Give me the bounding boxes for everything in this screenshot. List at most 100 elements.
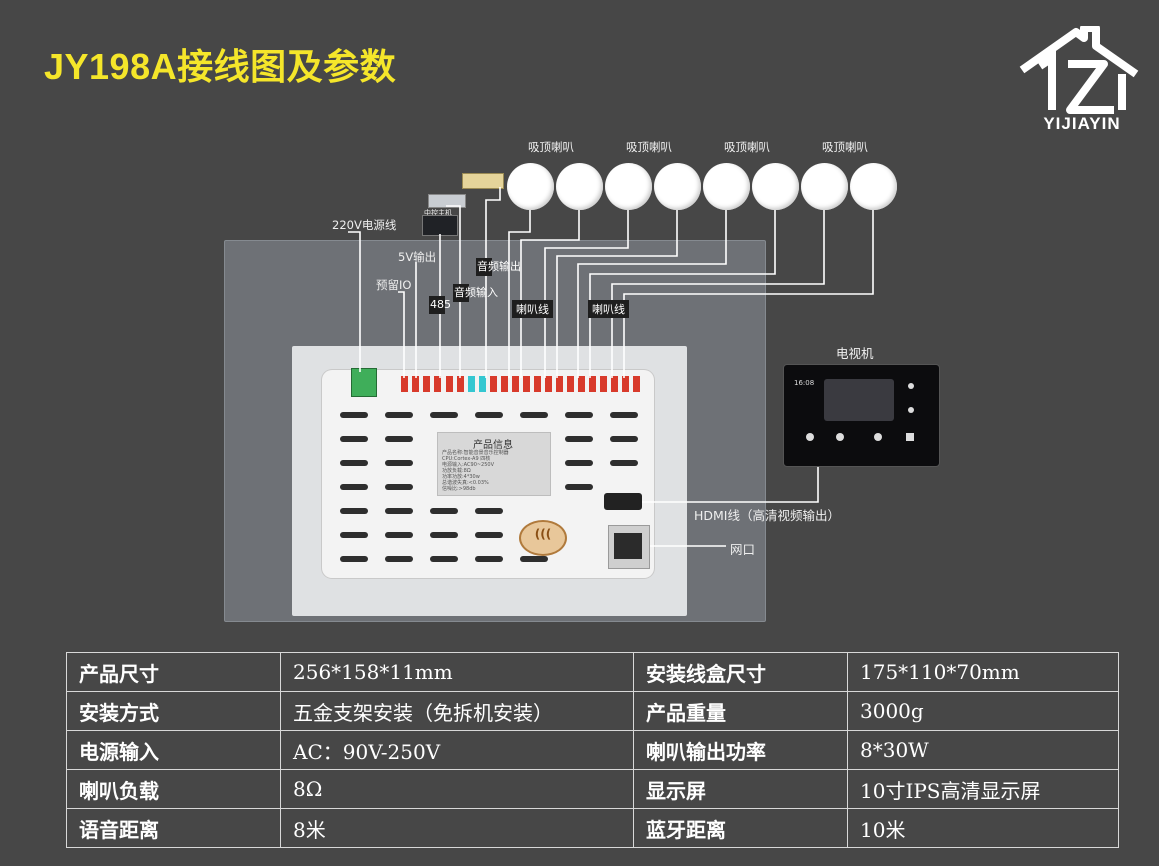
spec-value: 8米 <box>280 808 634 848</box>
add-icon <box>874 433 882 441</box>
wire-terminal <box>457 376 464 392</box>
product-info-line: CPU:Cortex-A9 四核 <box>442 456 491 462</box>
product-info-line: 信噪比:>98db <box>442 486 476 492</box>
product-info-line: 总谐波失真:<0.03% <box>442 480 489 486</box>
rs485-label: 485 <box>429 296 451 314</box>
spec-value: 10米 <box>847 808 1119 848</box>
ccc-certification-icon <box>519 520 567 556</box>
wire-terminal <box>600 376 607 392</box>
ceiling-speaker-icon <box>801 163 848 210</box>
hdmi-label: HDMI线（高清视频输出） <box>694 508 840 523</box>
spec-key: 产品重量 <box>633 691 848 731</box>
wire-terminal <box>468 376 475 392</box>
product-info-line: 电源输入:AC90~250V <box>442 462 495 468</box>
wire-terminal <box>434 376 441 392</box>
tv-label: 电视机 <box>836 346 874 361</box>
spec-key: 产品尺寸 <box>66 652 281 692</box>
spec-value: 五金支架安装（免拆机安装） <box>280 691 634 731</box>
wire-terminal <box>611 376 618 392</box>
logo-wordmark: YIJIAYIN <box>1043 114 1121 133</box>
spec-value: 256*158*11mm <box>280 652 634 692</box>
spec-key: 蓝牙距离 <box>633 808 848 848</box>
tv-media-card <box>824 379 894 421</box>
grid-icon <box>906 433 914 441</box>
ceiling-speaker-icon <box>654 163 701 210</box>
spec-value: 8*30W <box>847 730 1119 770</box>
spec-value: 175*110*70mm <box>847 652 1119 692</box>
speaker-label: 吸顶喇叭 <box>528 140 574 154</box>
product-info-title: 产品信息 <box>473 440 513 451</box>
ceiling-speaker-icon <box>605 163 652 210</box>
speaker-label: 吸顶喇叭 <box>626 140 672 154</box>
spec-value: AC：90V-250V <box>280 730 634 770</box>
audio-source-device-icon <box>462 173 504 189</box>
spec-key: 电源输入 <box>66 730 281 770</box>
spec-value: 8Ω <box>280 769 634 809</box>
spec-key: 安装方式 <box>66 691 281 731</box>
wire-terminal <box>622 376 629 392</box>
wire-terminal <box>479 376 486 392</box>
speaker-label: 吸顶喇叭 <box>822 140 868 154</box>
ceiling-speaker-icon <box>850 163 897 210</box>
wire-terminal <box>501 376 508 392</box>
house-1z-logo-icon <box>1019 26 1139 114</box>
wire-terminal <box>412 376 419 392</box>
network-port-label: 网口 <box>730 542 756 557</box>
spec-key: 显示屏 <box>633 769 848 809</box>
wire-terminal <box>401 376 408 392</box>
speaker-label: 吸顶喇叭 <box>724 140 770 154</box>
wire-terminal <box>633 376 640 392</box>
controller-label: 中控主机 <box>424 209 452 217</box>
power-terminal <box>351 368 377 397</box>
settings-icon <box>908 407 914 413</box>
product-info-line: 产品名称:智能音景音乐控制器 <box>442 450 509 456</box>
wire-terminal <box>490 376 497 392</box>
out-5v-label: 5V输出 <box>398 250 437 264</box>
audio-in-label: 音频输入 <box>453 284 498 302</box>
power-220v-label: 220V电源线 <box>332 218 397 232</box>
wire-terminal <box>523 376 530 392</box>
ethernet-port-socket <box>614 533 642 559</box>
spec-value: 3000g <box>847 691 1119 731</box>
bluetooth-icon <box>908 383 914 389</box>
ccc-mark: ((( <box>534 527 552 541</box>
spec-value: 10寸IPS高清显示屏 <box>847 769 1119 809</box>
ceiling-speaker-icon <box>703 163 750 210</box>
speaker-wire-label: 喇叭线 <box>588 300 629 318</box>
audio-out-label: 音频输出 <box>476 258 521 276</box>
spec-key: 喇叭负载 <box>66 769 281 809</box>
spec-key: 安装线盒尺寸 <box>633 652 848 692</box>
tv-screen: 16:08 <box>783 364 940 467</box>
music-icon <box>836 433 844 441</box>
controller-host-device-icon <box>428 194 466 208</box>
product-info-sticker <box>437 432 551 496</box>
wire-terminal <box>578 376 585 392</box>
ceiling-speaker-icon <box>507 163 554 210</box>
wire-terminal <box>446 376 453 392</box>
wire-terminal <box>423 376 430 392</box>
product-info-line: 功放负载:8Ω <box>442 468 471 474</box>
ceiling-speaker-icon <box>556 163 603 210</box>
wire-terminal <box>545 376 552 392</box>
wire-terminal <box>534 376 541 392</box>
reserved-io-label: 预留IO <box>376 278 412 292</box>
tv-time: 16:08 <box>794 379 815 387</box>
spec-key: 语音距离 <box>66 808 281 848</box>
home-icon <box>806 433 814 441</box>
wire-terminal <box>567 376 574 392</box>
speaker-wire-label: 喇叭线 <box>512 300 553 318</box>
wire-terminal <box>556 376 563 392</box>
product-info-line: 功率功放:4*30w <box>442 474 480 480</box>
ceiling-speaker-icon <box>752 163 799 210</box>
spec-key: 喇叭输出功率 <box>633 730 848 770</box>
wire-terminal <box>589 376 596 392</box>
hdmi-port-icon <box>604 493 642 510</box>
wire-terminal <box>512 376 519 392</box>
page-title: JY198A接线图及参数 <box>44 46 397 87</box>
